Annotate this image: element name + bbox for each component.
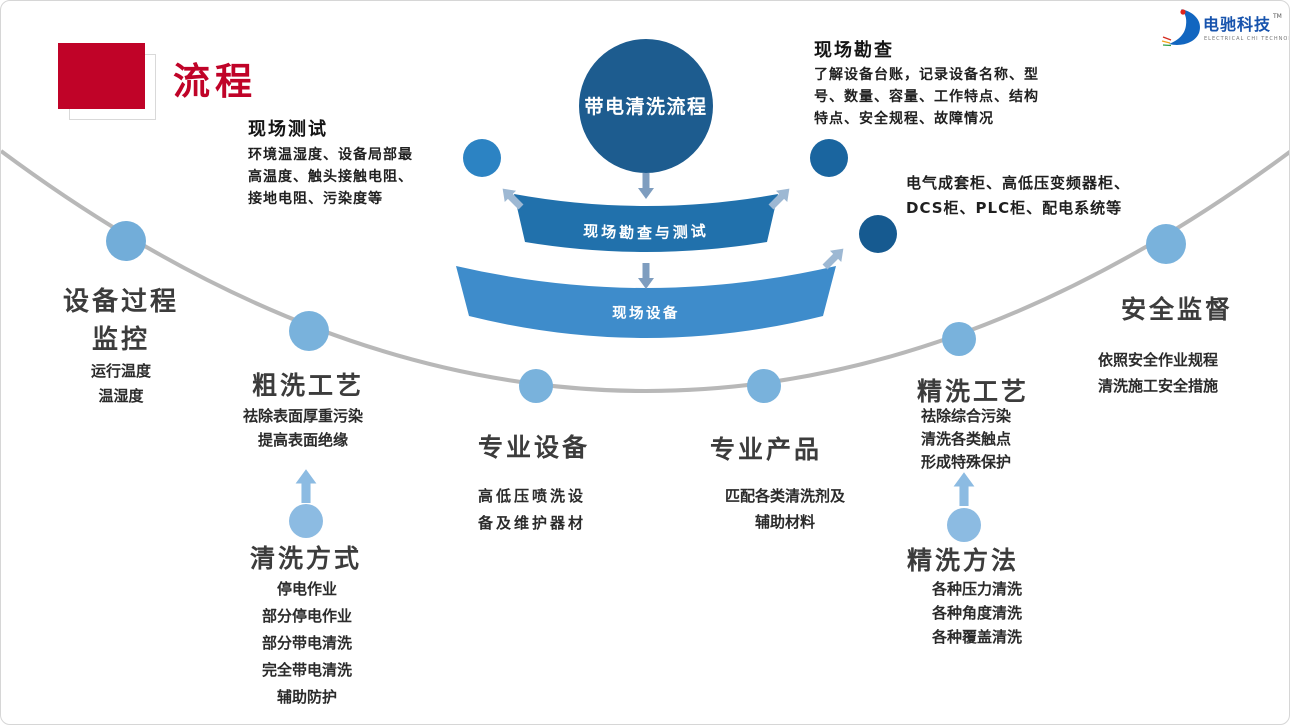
logo-subtext: ELECTRICAL CHI TECHNOLOGY (1204, 36, 1289, 42)
node-safety (1146, 224, 1186, 264)
node-equipment-types (859, 215, 897, 253)
node-fine-methods (947, 508, 981, 542)
section-site-survey-title: 现场勘查 (814, 40, 894, 61)
section-pro-equipment-body: 高低压喷洗设 备及维护器材 (478, 487, 587, 532)
section-fine-clean-body: 祛除综合污染 清洗各类触点 形成特殊保护 (921, 407, 1012, 471)
arrow-down-to-band2 (638, 263, 654, 289)
section-rough-clean-body: 祛除表面厚重污染 提高表面绝缘 (242, 407, 363, 449)
section-rough-clean-title: 粗洗工艺 (252, 371, 365, 400)
section-site-survey-body: 了解设备台账，记录设备名称、型 号、数量、容量、工作特点、结构 特点、安全规程、… (814, 67, 1039, 127)
section-safety-title: 安全监督 (1121, 295, 1234, 324)
node-pro-product (747, 369, 781, 403)
section-process-monitor-title: 设备过程 监控 (62, 287, 179, 355)
node-site-survey (810, 139, 848, 177)
curve-line (1, 149, 1289, 393)
node-pro-equipment (519, 369, 553, 403)
arrow-up-fine-methods (953, 472, 975, 506)
band1-label: 现场勘查与测试 (583, 222, 709, 242)
center-circle-label: 带电清洗流程 (584, 95, 707, 118)
section-site-test-body: 环境温湿度、设备局部最 高温度、触头接触电阻、 接地电阻、污染度等 (248, 147, 413, 207)
band-survey-test (514, 194, 778, 252)
logo-dot-icon (1180, 9, 1186, 15)
band-site-equipment (456, 266, 836, 338)
section-pro-equipment-title: 专业设备 (478, 433, 591, 462)
node-fine-clean (942, 322, 976, 356)
logo-tm: TM (1272, 13, 1282, 20)
section-fine-methods-body: 各种压力清洗 各种角度清洗 各种覆盖清洗 (931, 580, 1022, 646)
arrow-to-site-test (502, 188, 524, 210)
node-process-monitor (106, 221, 146, 261)
section-process-monitor-body: 运行温度 温湿度 (90, 362, 151, 405)
arrow-up-clean-methods (295, 469, 317, 503)
arrow-to-site-survey (768, 188, 790, 210)
center-circle (579, 39, 713, 173)
section-pro-product-body: 匹配各类清洗剂及 辅助材料 (724, 487, 845, 531)
arrow-down-to-band1 (638, 173, 654, 199)
logo-stripe-orange (1161, 40, 1171, 44)
logo-stripe-green (1162, 44, 1172, 47)
logo-stripe-red (1162, 36, 1172, 41)
section-equipment-types-body: 电气成套柜、高低压变频器柜、 DCS柜、PLC柜、配电系统等 (906, 174, 1131, 217)
brand-logo: 电驰科技 TM ELECTRICAL CHI TECHNOLOGY (1159, 6, 1289, 56)
logo-brand-text: 电驰科技 (1203, 15, 1271, 34)
section-clean-methods-title: 清洗方式 (250, 544, 363, 573)
node-site-test (463, 139, 501, 177)
logo-swoosh-icon (1169, 9, 1201, 45)
page-title: 流程 (173, 60, 257, 103)
arrow-to-equipment-types (822, 248, 844, 270)
section-clean-methods-body: 停电作业 部分停电作业 部分带电清洗 完全带电清洗 辅助防护 (261, 580, 352, 706)
section-safety-body: 依照安全作业规程 清洗施工安全措施 (1098, 351, 1219, 395)
title-block (58, 43, 145, 109)
section-fine-methods-title: 精洗方法 (907, 546, 1020, 575)
section-site-test-title: 现场测试 (248, 119, 328, 140)
node-rough-clean (289, 311, 329, 351)
section-pro-product-title: 专业产品 (710, 435, 823, 464)
section-fine-clean-title: 精洗工艺 (917, 377, 1030, 406)
node-clean-methods (289, 504, 323, 538)
band2-label: 现场设备 (612, 303, 680, 322)
